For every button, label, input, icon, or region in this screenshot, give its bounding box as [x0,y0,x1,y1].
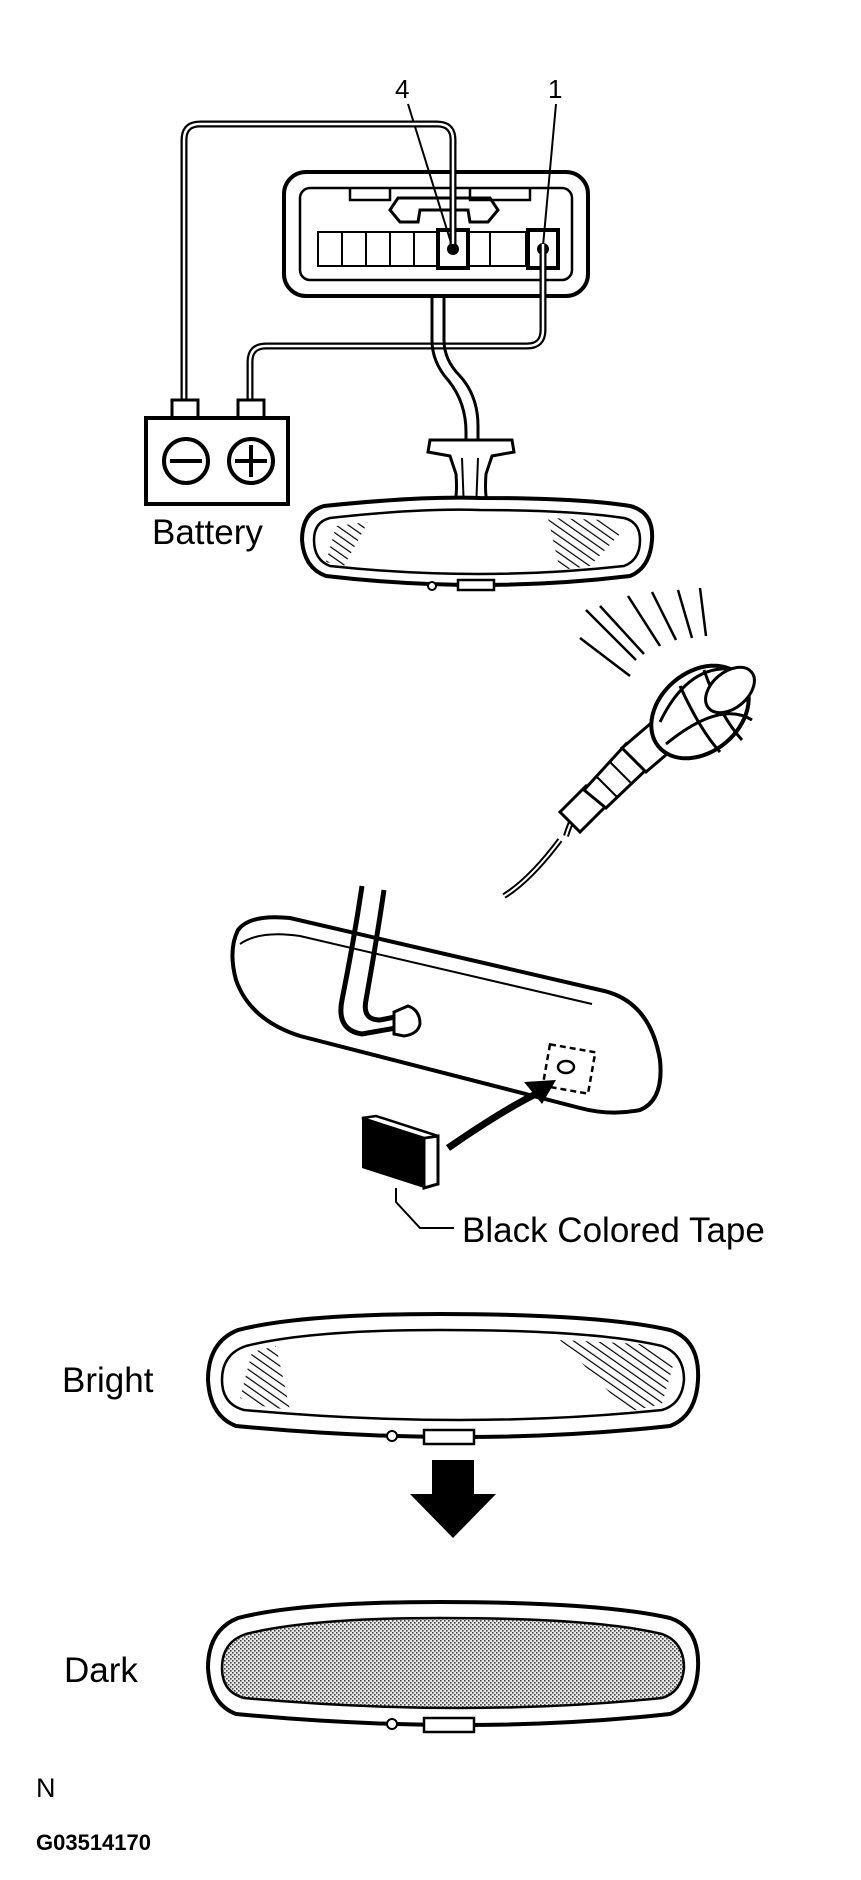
tape-label: Black Colored Tape [462,1211,765,1250]
mirror-back-view [230,885,663,1115]
work-lamp-icon [502,663,756,899]
battery-label: Battery [152,513,263,552]
mirror-harness [430,296,480,444]
figure-code: G03514170 [36,1830,151,1855]
apply-tape-arrow-icon [446,1080,556,1151]
bright-label: Bright [62,1361,154,1400]
battery [144,398,290,506]
pin-4-label: 4 [395,74,409,104]
code-letter: N [36,1773,56,1803]
mirror-bright [205,1311,701,1446]
mirror-dark [205,1599,701,1734]
pin-1-label: 1 [548,74,562,104]
dark-label: Dark [64,1651,138,1690]
down-arrow-icon [410,1460,496,1538]
mirror-top [299,495,655,592]
black-tape-icon [361,1114,440,1190]
light-rays-icon [579,587,708,677]
